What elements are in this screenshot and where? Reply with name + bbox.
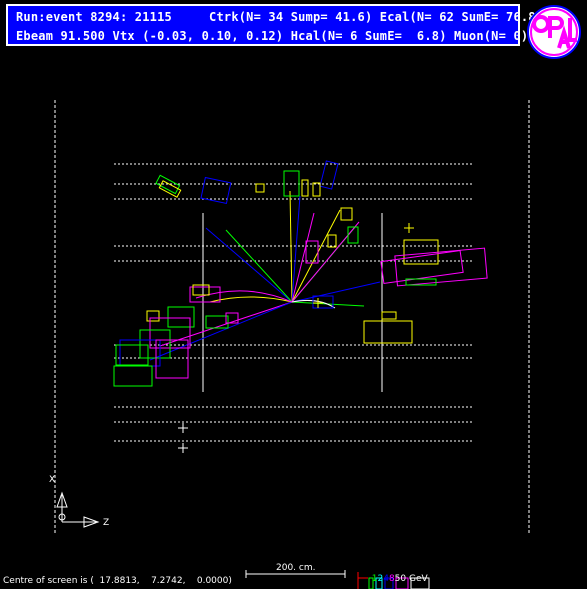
energy-legend-1: 1 (371, 574, 378, 584)
energy-legend-2: 2 (377, 574, 384, 584)
energy-legend-4: 4 (383, 574, 389, 584)
event-info-line-1: Run:event 8294: 21115 Ctrk(N= 34 Sump= 4… (16, 10, 544, 24)
screen-centre-readout: Centre of screen is ( 17.8813, 7.2742, 0… (3, 576, 232, 586)
scale-label: 200. cm. (276, 563, 316, 573)
energy-legend: 124850 GeV (366, 564, 428, 584)
axis-indicator (56, 491, 100, 528)
marker-crosses (313, 223, 414, 308)
tracks (149, 190, 381, 361)
energy-legend-boxes (357, 572, 430, 589)
event-info-line-2: Ebeam 91.500 Vtx (-0.03, 0.10, 0.12) Hca… (16, 29, 529, 43)
z-axis-label: Z (103, 518, 110, 528)
energy-legend-8: 8 (388, 574, 395, 584)
scale-bar (245, 570, 346, 578)
opal-logo-icon (527, 5, 581, 59)
event-info-header: Run:event 8294: 21115 Ctrk(N= 34 Sump= 4… (6, 4, 543, 46)
energy-legend-50gev: 50 GeV (394, 574, 428, 584)
ecal-clusters (113, 160, 488, 387)
x-axis-label: X (49, 475, 56, 485)
